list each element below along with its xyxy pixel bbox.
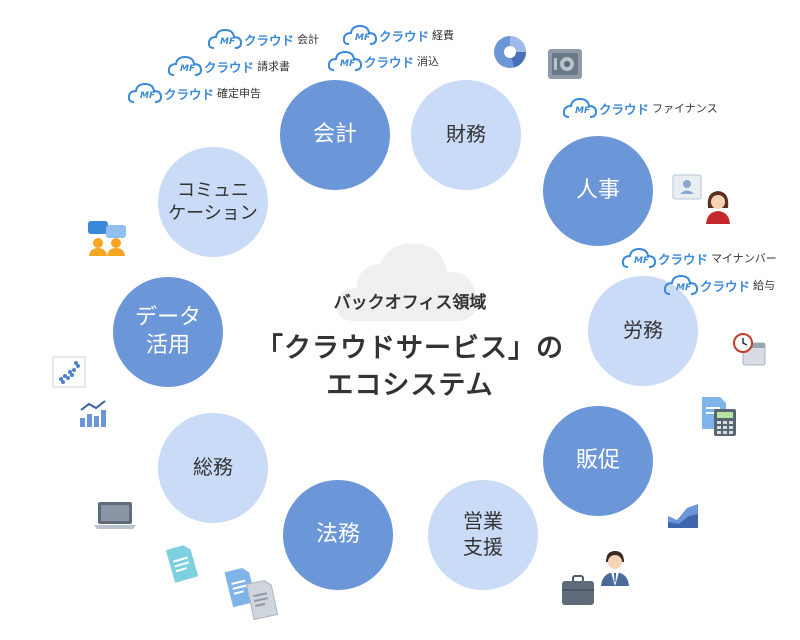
diagram-subtitle: バックオフィス領域 bbox=[333, 293, 487, 313]
clock-calendar-icon bbox=[733, 333, 766, 366]
node-comm: コミュニ ケーション bbox=[158, 147, 268, 257]
node-eigyo-label: 営業 支援 bbox=[463, 509, 503, 559]
mf-cloud-seikyusho-logo: MF クラウド 請求書 bbox=[168, 55, 290, 77]
node-roumu-label: 労務 bbox=[623, 318, 663, 343]
briefcase-icon bbox=[562, 575, 594, 605]
chat-people-icon bbox=[88, 221, 126, 256]
diagram-title-line2: エコシステム bbox=[326, 370, 494, 401]
mf-cloud-logo-icon: MF bbox=[622, 247, 662, 269]
bar-line-chart-icon bbox=[80, 400, 106, 427]
mf-cloud-logo-icon: MF bbox=[343, 24, 383, 46]
node-zaimu-label: 財務 bbox=[446, 122, 486, 147]
mf-cloud-logo-icon: MF bbox=[664, 274, 704, 296]
businessman-icon bbox=[601, 551, 629, 586]
node-soumu: 総務 bbox=[158, 413, 268, 523]
mf-cloud-shoukomi-logo: MF クラウド 消込 bbox=[328, 50, 439, 72]
calculator-document-icon bbox=[702, 397, 736, 436]
mf-cloud-logo-icon: MF bbox=[168, 55, 208, 77]
node-comm-label: コミュニ ケーション bbox=[168, 179, 258, 224]
node-eigyo: 営業 支援 bbox=[428, 480, 538, 590]
node-zaimu: 財務 bbox=[411, 80, 521, 190]
safe-icon bbox=[548, 49, 582, 79]
center-cloud-icon bbox=[336, 243, 478, 321]
node-kaikei: 会計 bbox=[280, 80, 390, 190]
area-chart-icon bbox=[668, 504, 698, 528]
document-icon bbox=[165, 545, 199, 583]
node-data: データ 活用 bbox=[113, 277, 223, 387]
mf-cloud-finance-logo: MF クラウド ファイナンス bbox=[563, 97, 718, 119]
node-jinji: 人事 bbox=[543, 136, 653, 246]
node-data-label: データ 活用 bbox=[134, 304, 201, 358]
laptop-icon bbox=[94, 502, 136, 529]
node-hansoku: 販促 bbox=[543, 406, 653, 516]
mf-cloud-kaikei-logo: MF クラウド 会計 bbox=[208, 28, 319, 50]
id-card-icon bbox=[672, 174, 702, 200]
node-houmu-label: 法務 bbox=[315, 521, 360, 547]
mf-cloud-logo-icon: MF bbox=[563, 97, 603, 119]
diagram-title-line1: 「クラウドサービス」の bbox=[256, 333, 564, 364]
mf-cloud-kyuyo-logo: MF クラウド 給与 bbox=[664, 274, 775, 296]
node-soumu-label: 総務 bbox=[193, 455, 233, 480]
scatter-plot-icon bbox=[52, 356, 86, 388]
pie-chart-icon bbox=[494, 36, 526, 68]
node-jinji-label: 人事 bbox=[575, 177, 620, 203]
node-roumu: 労務 bbox=[588, 276, 698, 386]
mf-cloud-logo-icon: MF bbox=[328, 50, 368, 72]
mf-cloud-mynumber-logo: MF クラウド マイナンバー bbox=[622, 247, 777, 269]
mf-cloud-keihi-logo: MF クラウド 経費 bbox=[343, 24, 454, 46]
woman-avatar-icon bbox=[706, 191, 730, 224]
node-kaikei-label: 会計 bbox=[312, 121, 357, 147]
node-hansoku-label: 販促 bbox=[575, 447, 620, 473]
node-houmu: 法務 bbox=[283, 480, 393, 590]
mf-cloud-logo-icon: MF bbox=[128, 82, 168, 104]
mf-cloud-logo-icon: MF bbox=[208, 28, 248, 50]
documents-icon bbox=[224, 568, 279, 621]
mf-cloud-kakutei-logo: MF クラウド 確定申告 bbox=[128, 82, 261, 104]
